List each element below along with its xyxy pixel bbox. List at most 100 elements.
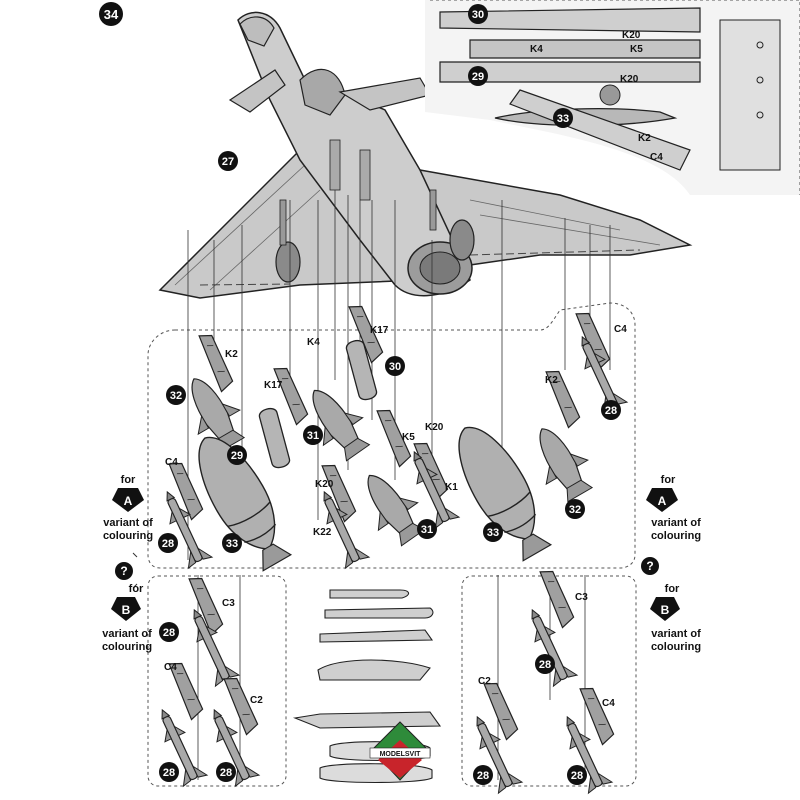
- marker-28g: 28: [473, 765, 493, 785]
- marker-32a: 32: [166, 385, 186, 405]
- svg-text:28: 28: [571, 770, 583, 782]
- logo-text: MODELSVIT: [380, 751, 422, 758]
- marker-29: 29: [227, 445, 247, 465]
- step-marker: 34: [99, 2, 123, 26]
- variant-b-pentagon: [111, 597, 141, 621]
- svg-text:A: A: [658, 494, 667, 508]
- svg-text:colouring: colouring: [651, 641, 701, 653]
- marker-33b: 33: [483, 522, 503, 542]
- svg-text:variant of: variant of: [651, 628, 701, 640]
- modelsvit-logo: MODELSVIT: [369, 721, 431, 781]
- marker-28e: 28: [216, 762, 236, 782]
- marker-28f: 28: [535, 654, 555, 674]
- marker-31b: 31: [417, 519, 437, 539]
- variant-a-frame: [147, 302, 636, 569]
- svg-text:colouring: colouring: [651, 530, 701, 542]
- variant-a-pentagon: [112, 488, 144, 512]
- inset-label-c4: C4: [650, 152, 663, 163]
- label-k2: K2: [225, 349, 238, 360]
- label-c4c: C4: [164, 662, 177, 673]
- marker-31a: 31: [303, 425, 323, 445]
- label-k22: K22: [313, 527, 332, 538]
- marker-33a: 33: [222, 533, 242, 553]
- svg-text:29: 29: [231, 450, 243, 462]
- svg-text:28: 28: [163, 627, 175, 639]
- label-c4b: C4: [614, 324, 627, 335]
- inset-marker-33: 33: [553, 108, 573, 128]
- label-c4: C4: [165, 457, 178, 468]
- svg-text:variant of: variant of: [651, 517, 701, 529]
- marker-32b: 32: [565, 499, 585, 519]
- variant-b-frame-right: [461, 575, 637, 787]
- svg-text:?: ?: [646, 559, 653, 573]
- marker-28h: 28: [567, 765, 587, 785]
- inset-marker-29: 29: [468, 66, 488, 86]
- inset-label-k5: K5: [630, 44, 643, 55]
- variant-a-legend-left: for A variant of colouring: [103, 474, 153, 542]
- variant-b-frame-left: [147, 575, 287, 787]
- label-k17b: K17: [370, 325, 389, 336]
- marker-28c: 28: [159, 622, 179, 642]
- marker-28d: 28: [159, 762, 179, 782]
- part-markers: 34 27 32 29 31 30 31 28 33 33 32 28 28 2…: [99, 2, 621, 785]
- svg-text:28: 28: [605, 405, 617, 417]
- detail-inset: [425, 0, 800, 195]
- marker-28b: 28: [601, 400, 621, 420]
- label-k20: K20: [425, 422, 444, 433]
- label-k2b: K2: [545, 375, 558, 386]
- svg-text:29: 29: [472, 71, 484, 83]
- svg-text:for: for: [661, 474, 676, 486]
- svg-text:colouring: colouring: [102, 641, 152, 653]
- inset-label-k4: K4: [530, 44, 543, 55]
- question-icon: [115, 562, 133, 580]
- svg-text:variant of: variant of: [103, 517, 153, 529]
- label-c2: C2: [250, 695, 263, 706]
- svg-text:?: ?: [120, 564, 127, 578]
- svg-text:B: B: [661, 603, 670, 617]
- label-c4d: C4: [602, 698, 615, 709]
- svg-text:33: 33: [557, 113, 569, 125]
- label-k20b: K20: [315, 479, 334, 490]
- reference-parts: [292, 589, 442, 784]
- svg-text:B: B: [122, 603, 131, 617]
- label-c2b: C2: [478, 676, 491, 687]
- inset-label-k20b: K20: [620, 74, 639, 85]
- svg-text:for: for: [129, 583, 144, 595]
- label-k1: K1: [445, 482, 458, 493]
- variant-a-legend-right: for A variant of colouring: [646, 474, 701, 542]
- svg-text:colouring: colouring: [103, 530, 153, 542]
- marker-28a: 28: [158, 533, 178, 553]
- svg-text:27: 27: [222, 156, 234, 168]
- svg-text:34: 34: [104, 7, 119, 22]
- inset-label-k2: K2: [638, 133, 651, 144]
- label-k17: K17: [264, 380, 283, 391]
- svg-text:30: 30: [472, 9, 484, 21]
- label-c3b: C3: [575, 592, 588, 603]
- variant-b-legend-left: ? for B variant of colouring: [102, 552, 152, 653]
- inset-marker-30: 30: [468, 4, 488, 24]
- marker-27: 27: [218, 151, 238, 171]
- svg-text:31: 31: [307, 430, 319, 442]
- inset-label-k20: K20: [622, 30, 641, 41]
- svg-text:28: 28: [220, 767, 232, 779]
- svg-text:31: 31: [421, 524, 433, 536]
- svg-text:28: 28: [162, 538, 174, 550]
- label-k4: K4: [307, 337, 320, 348]
- svg-text:variant of: variant of: [102, 628, 152, 640]
- svg-text:33: 33: [226, 538, 238, 550]
- variant-b-legend-right: ? for B variant of colouring: [641, 557, 701, 653]
- svg-text:28: 28: [163, 767, 175, 779]
- svg-text:for: for: [665, 583, 680, 595]
- svg-text:28: 28: [539, 659, 551, 671]
- svg-text:33: 33: [487, 527, 499, 539]
- svg-text:for: for: [121, 474, 136, 486]
- svg-text:A: A: [124, 494, 133, 508]
- svg-text:30: 30: [389, 361, 401, 373]
- label-k5: K5: [402, 432, 415, 443]
- marker-30: 30: [385, 356, 405, 376]
- svg-text:28: 28: [477, 770, 489, 782]
- svg-text:32: 32: [569, 504, 581, 516]
- svg-text:32: 32: [170, 390, 182, 402]
